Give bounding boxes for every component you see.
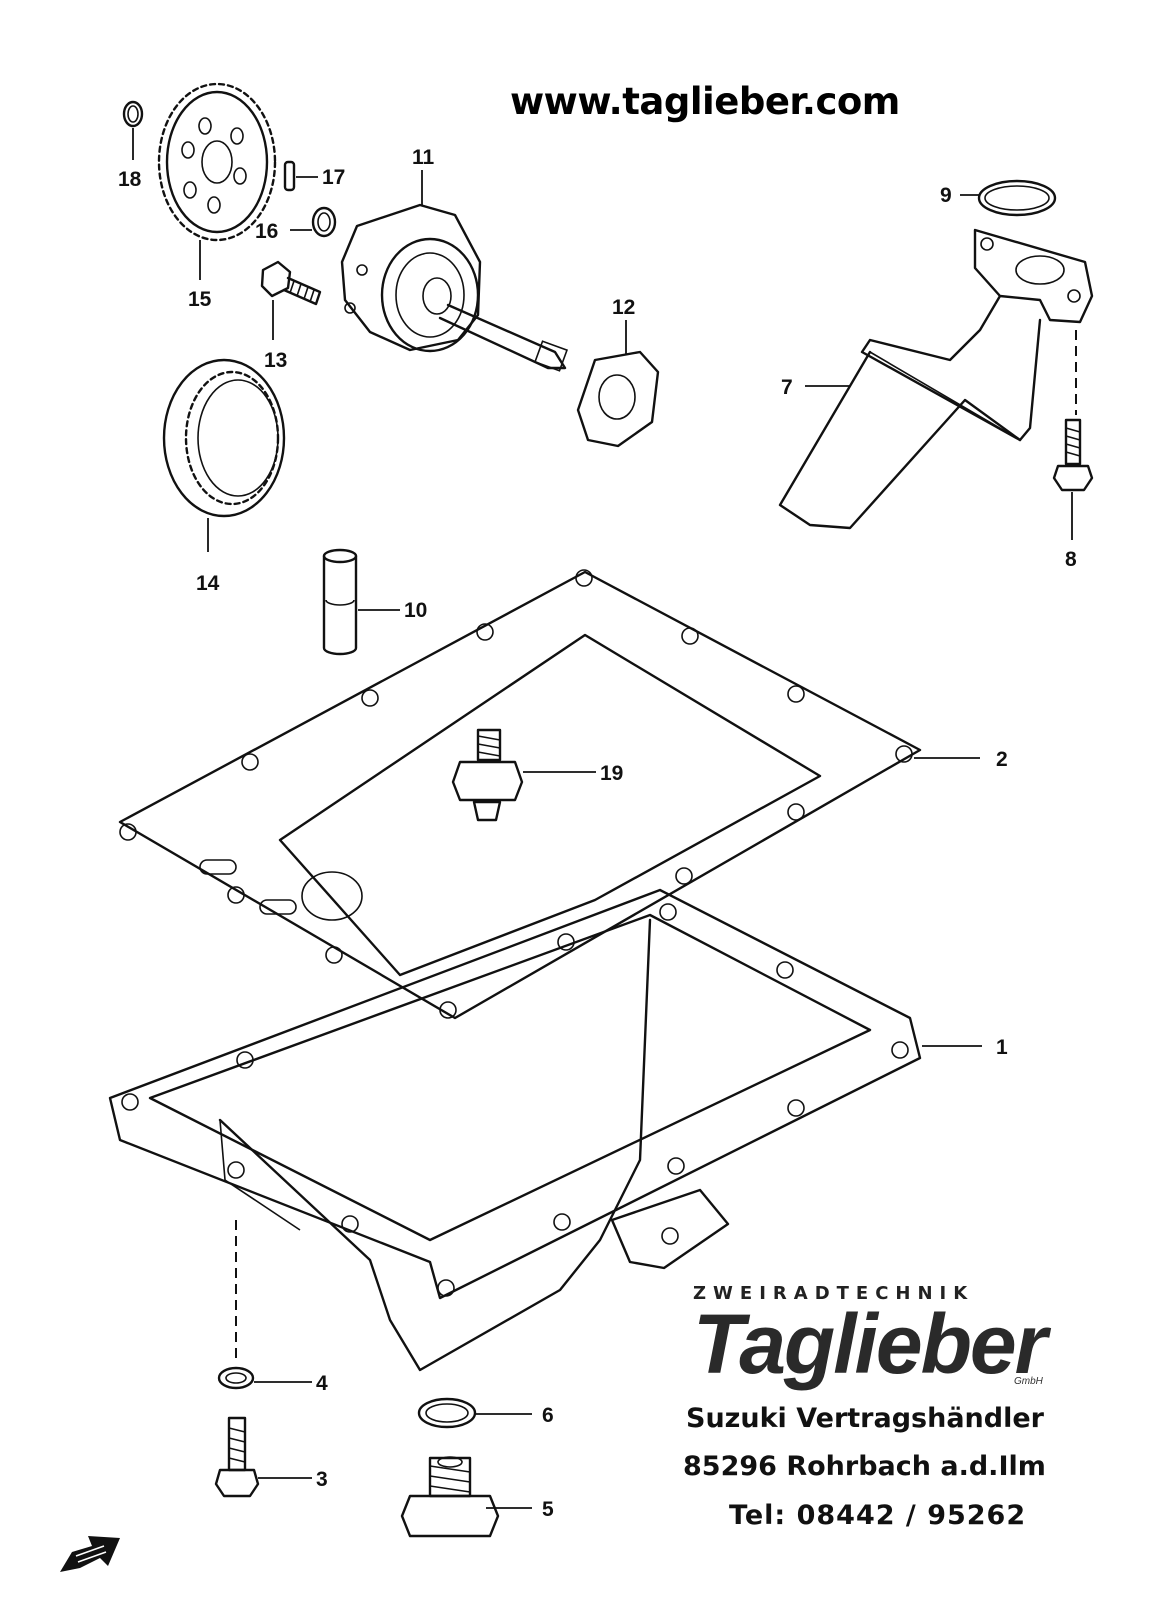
part-12-gasket: [576, 320, 660, 448]
part-label-14: 14: [196, 572, 220, 595]
part-label-19: 19: [600, 762, 623, 785]
part-label-4: 4: [316, 1372, 328, 1395]
part-label-13: 13: [264, 349, 287, 372]
part-18-ring: [122, 100, 144, 160]
part-label-18: 18: [118, 168, 142, 191]
dealer-logo-suffix: GmbH: [1014, 1376, 1043, 1387]
part-11-oil-pump: [340, 170, 569, 372]
part-3-bolt: [214, 1416, 312, 1498]
website-url: www.taglieber.com: [510, 80, 900, 123]
part-17-pin: [283, 160, 318, 192]
arrow-icon: [60, 1536, 120, 1572]
part-15-sprocket: [157, 82, 277, 280]
part-1-oil-pan: [108, 888, 982, 1372]
part-10-dowel: [322, 548, 400, 656]
dealer-line-1: Suzuki Vertragshändler: [686, 1403, 1044, 1434]
part-9-o-ring: [960, 179, 1057, 217]
dealer-tagline: ZWEIRADTECHNIK: [693, 1283, 975, 1304]
part-7-oil-strainer: [778, 228, 1094, 530]
part-14-gear: [162, 358, 286, 552]
dealer-line-2: 85296 Rohrbach a.d.Ilm: [683, 1451, 1046, 1482]
part-8-bolt: [1052, 330, 1094, 540]
part-5-drain-plug: [400, 1456, 532, 1538]
part-16-washer: [290, 206, 337, 238]
part-label-9: 9: [940, 184, 952, 207]
part-13-bolt: [260, 260, 322, 340]
part-label-7: 7: [781, 376, 793, 399]
part-label-2: 2: [996, 748, 1008, 771]
part-label-10: 10: [404, 599, 427, 622]
part-label-5: 5: [542, 1498, 554, 1521]
part-6-gasket: [417, 1397, 532, 1429]
part-label-15: 15: [188, 288, 212, 311]
part-label-11: 11: [412, 146, 435, 169]
dealer-line-3: Tel: 08442 / 95262: [729, 1500, 1027, 1531]
part-2-pan-gasket: [118, 569, 980, 1020]
part-label-16: 16: [255, 220, 278, 243]
part-19-sensor: [451, 728, 596, 822]
part-label-6: 6: [542, 1404, 554, 1427]
part-label-17: 17: [322, 166, 345, 189]
part-label-8: 8: [1065, 548, 1077, 571]
part-label-12: 12: [612, 296, 635, 319]
dealer-logo: Taglieber: [693, 1297, 1047, 1391]
part-label-3: 3: [316, 1468, 328, 1491]
part-4-washer: [217, 1220, 312, 1390]
part-label-1: 1: [996, 1036, 1008, 1059]
